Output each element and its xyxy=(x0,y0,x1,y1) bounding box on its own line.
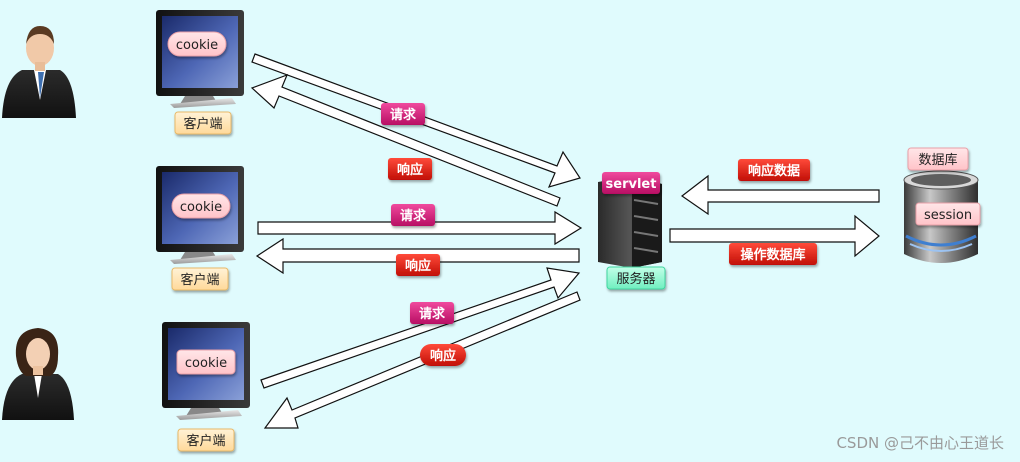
client-caption-text-1: 客户端 xyxy=(183,116,222,132)
client-caption-text-3: 客户端 xyxy=(186,433,225,449)
svg-text:响应: 响应 xyxy=(397,162,423,178)
request-label-3: 请求 xyxy=(410,302,454,324)
db-operate-arrow xyxy=(669,214,880,258)
svg-text:操作数据库: 操作数据库 xyxy=(740,247,805,263)
watermark: CSDN @己不由心王道长 xyxy=(836,434,1004,452)
db-response-arrow xyxy=(680,174,880,216)
svg-text:数据库: 数据库 xyxy=(918,152,957,168)
svg-text:响应数据: 响应数据 xyxy=(748,163,800,179)
response-label-1: 响应 xyxy=(388,158,432,180)
svg-text:servlet: servlet xyxy=(606,177,657,192)
request-arrow-2 xyxy=(257,210,583,246)
svg-text:服务器: 服务器 xyxy=(616,271,655,287)
response-label-3: 响应 xyxy=(420,344,466,366)
session-badge: session xyxy=(915,202,981,226)
db-response-label: 响应数据 xyxy=(738,159,810,181)
svg-text:响应: 响应 xyxy=(430,348,456,364)
cookie-label-2: cookie xyxy=(180,200,222,215)
man-avatar xyxy=(2,26,76,118)
svg-text:请求: 请求 xyxy=(390,107,417,123)
request-label-2: 请求 xyxy=(391,204,435,226)
svg-text:响应: 响应 xyxy=(405,258,431,274)
svg-text:session: session xyxy=(924,208,972,223)
cookie-badge-1: cookie xyxy=(167,31,227,57)
server-caption: 服务器 xyxy=(606,266,666,290)
cookie-label-3: cookie xyxy=(185,356,227,371)
woman-avatar xyxy=(2,328,74,420)
cookie-badge-2: cookie xyxy=(171,193,231,219)
client-caption-text-2: 客户端 xyxy=(180,272,219,288)
client-caption-3: 客户端 xyxy=(177,428,235,452)
svg-text:请求: 请求 xyxy=(419,306,446,322)
client-caption-1: 客户端 xyxy=(174,111,232,135)
client-caption-2: 客户端 xyxy=(171,267,229,291)
request-label-1: 请求 xyxy=(381,103,425,125)
servlet-badge: servlet xyxy=(602,172,660,194)
client-computer-1 xyxy=(156,10,244,108)
response-arrow-1 xyxy=(250,73,561,207)
request-arrow-3 xyxy=(260,267,581,389)
database-caption: 数据库 xyxy=(907,147,969,171)
cookie-label-1: cookie xyxy=(176,38,218,53)
response-label-2: 响应 xyxy=(396,254,440,276)
db-operate-label: 操作数据库 xyxy=(729,243,817,265)
server-tower xyxy=(598,176,662,268)
cookie-badge-3: cookie xyxy=(176,349,236,375)
svg-text:请求: 请求 xyxy=(400,208,427,224)
